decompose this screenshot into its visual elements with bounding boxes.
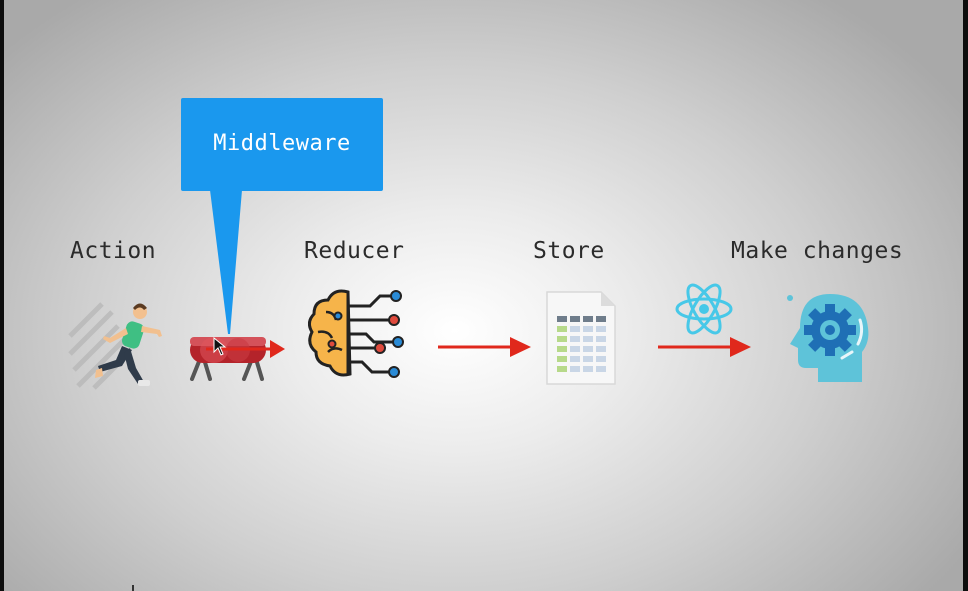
middleware-callout-text: Middleware bbox=[213, 131, 351, 156]
runner-icon bbox=[68, 302, 162, 390]
callout-pointer bbox=[210, 190, 242, 334]
mouse-cursor-icon bbox=[213, 337, 227, 356]
corner-mark bbox=[132, 585, 134, 591]
react-icon bbox=[675, 283, 733, 335]
arrow-store-to-changes bbox=[658, 337, 751, 357]
frame-border-right bbox=[963, 0, 968, 591]
middleware-pipe-icon bbox=[190, 337, 285, 381]
middleware-callout bbox=[181, 98, 383, 191]
step-label-make-changes: Make changes bbox=[731, 238, 904, 264]
step-label-reducer: Reducer bbox=[304, 238, 405, 264]
spreadsheet-document-icon bbox=[546, 291, 616, 385]
brain-circuit-icon bbox=[308, 289, 404, 378]
head-gear-icon bbox=[787, 294, 869, 382]
step-label-action: Action bbox=[70, 238, 157, 264]
frame-border-left bbox=[0, 0, 4, 591]
step-label-store: Store bbox=[533, 238, 605, 264]
arrow-reducer-to-store bbox=[438, 337, 531, 357]
